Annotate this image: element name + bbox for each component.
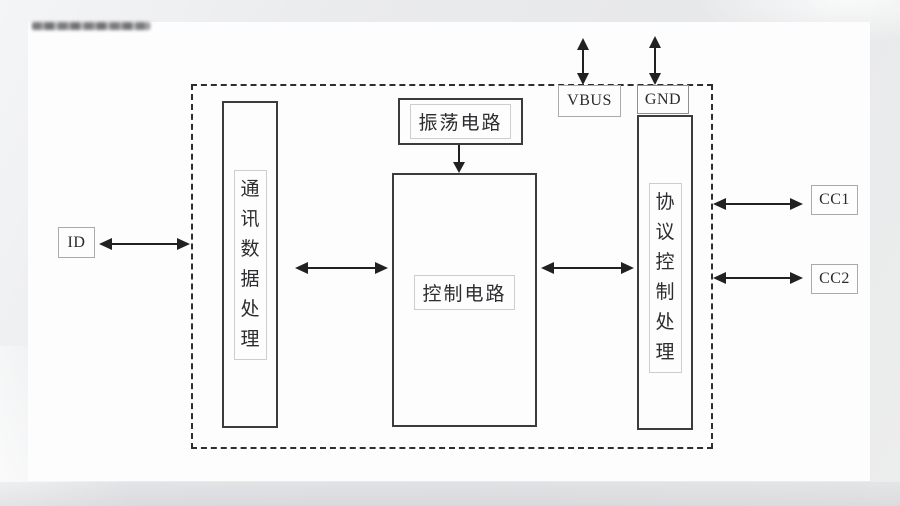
cc1-port-label: CC1 — [819, 191, 850, 208]
arrowhead-left — [295, 262, 308, 274]
protocol-to-cc1-bidirectional-arrow — [713, 197, 803, 211]
osc-to-control-down-arrow — [452, 145, 466, 173]
arrow-shaft — [722, 202, 794, 206]
chip-boundary-dashed-box — [191, 84, 713, 449]
arrow-shaft — [457, 145, 461, 165]
protocol-control-processing-block: 协议控制处理 — [637, 115, 693, 430]
gnd-port-box: GND — [637, 85, 689, 114]
arrowhead-right — [621, 262, 634, 274]
arrowhead-left — [541, 262, 554, 274]
arrowhead-left — [713, 198, 726, 210]
comm-to-control-bidirectional-arrow — [295, 261, 388, 275]
control-circuit-block: 控制电路 — [392, 173, 537, 427]
vbus-port-box: VBUS — [558, 85, 621, 117]
cropped-caption-artifact — [32, 22, 150, 30]
vbus-bidirectional-arrow — [576, 38, 590, 85]
control-to-protocol-bidirectional-arrow — [541, 261, 634, 275]
arrowhead-down — [649, 73, 661, 85]
arrow-shaft — [550, 266, 625, 270]
arrowhead-right — [790, 272, 803, 284]
oscillator-circuit-label: 振荡电路 — [410, 104, 511, 139]
control-circuit-label: 控制电路 — [414, 274, 515, 310]
protocol-to-cc2-bidirectional-arrow — [713, 271, 803, 285]
id-port-box: ID — [58, 227, 95, 258]
arrowhead-up — [649, 36, 661, 48]
comm-data-processing-block: 通讯数据处理 — [222, 101, 278, 428]
arrow-shaft — [108, 242, 181, 246]
comm-data-processing-label: 通讯数据处理 — [233, 169, 267, 360]
arrowhead-left — [713, 272, 726, 284]
arrowhead-right — [790, 198, 803, 210]
id-port-label: ID — [67, 233, 86, 251]
background-shade-bottom — [0, 482, 900, 506]
protocol-control-processing-label: 协议控制处理 — [648, 182, 682, 373]
arrowhead-right — [375, 262, 388, 274]
arrow-shaft — [653, 45, 657, 76]
arrow-shaft — [722, 276, 794, 280]
arrowhead-right — [177, 238, 190, 250]
cc1-port-box: CC1 — [811, 185, 858, 215]
oscillator-circuit-block: 振荡电路 — [398, 98, 523, 145]
arrowhead-down — [453, 162, 465, 173]
cc2-port-label: CC2 — [819, 270, 850, 287]
id-to-comm-bidirectional-arrow — [99, 237, 190, 251]
arrowhead-left — [99, 238, 112, 250]
vbus-port-label: VBUS — [567, 92, 612, 109]
gnd-bidirectional-arrow — [648, 36, 662, 85]
arrow-shaft — [304, 266, 379, 270]
arrow-shaft — [581, 47, 585, 76]
cc2-port-box: CC2 — [811, 264, 858, 294]
arrowhead-up — [577, 38, 589, 50]
arrowhead-down — [577, 73, 589, 85]
gnd-port-label: GND — [644, 90, 682, 108]
